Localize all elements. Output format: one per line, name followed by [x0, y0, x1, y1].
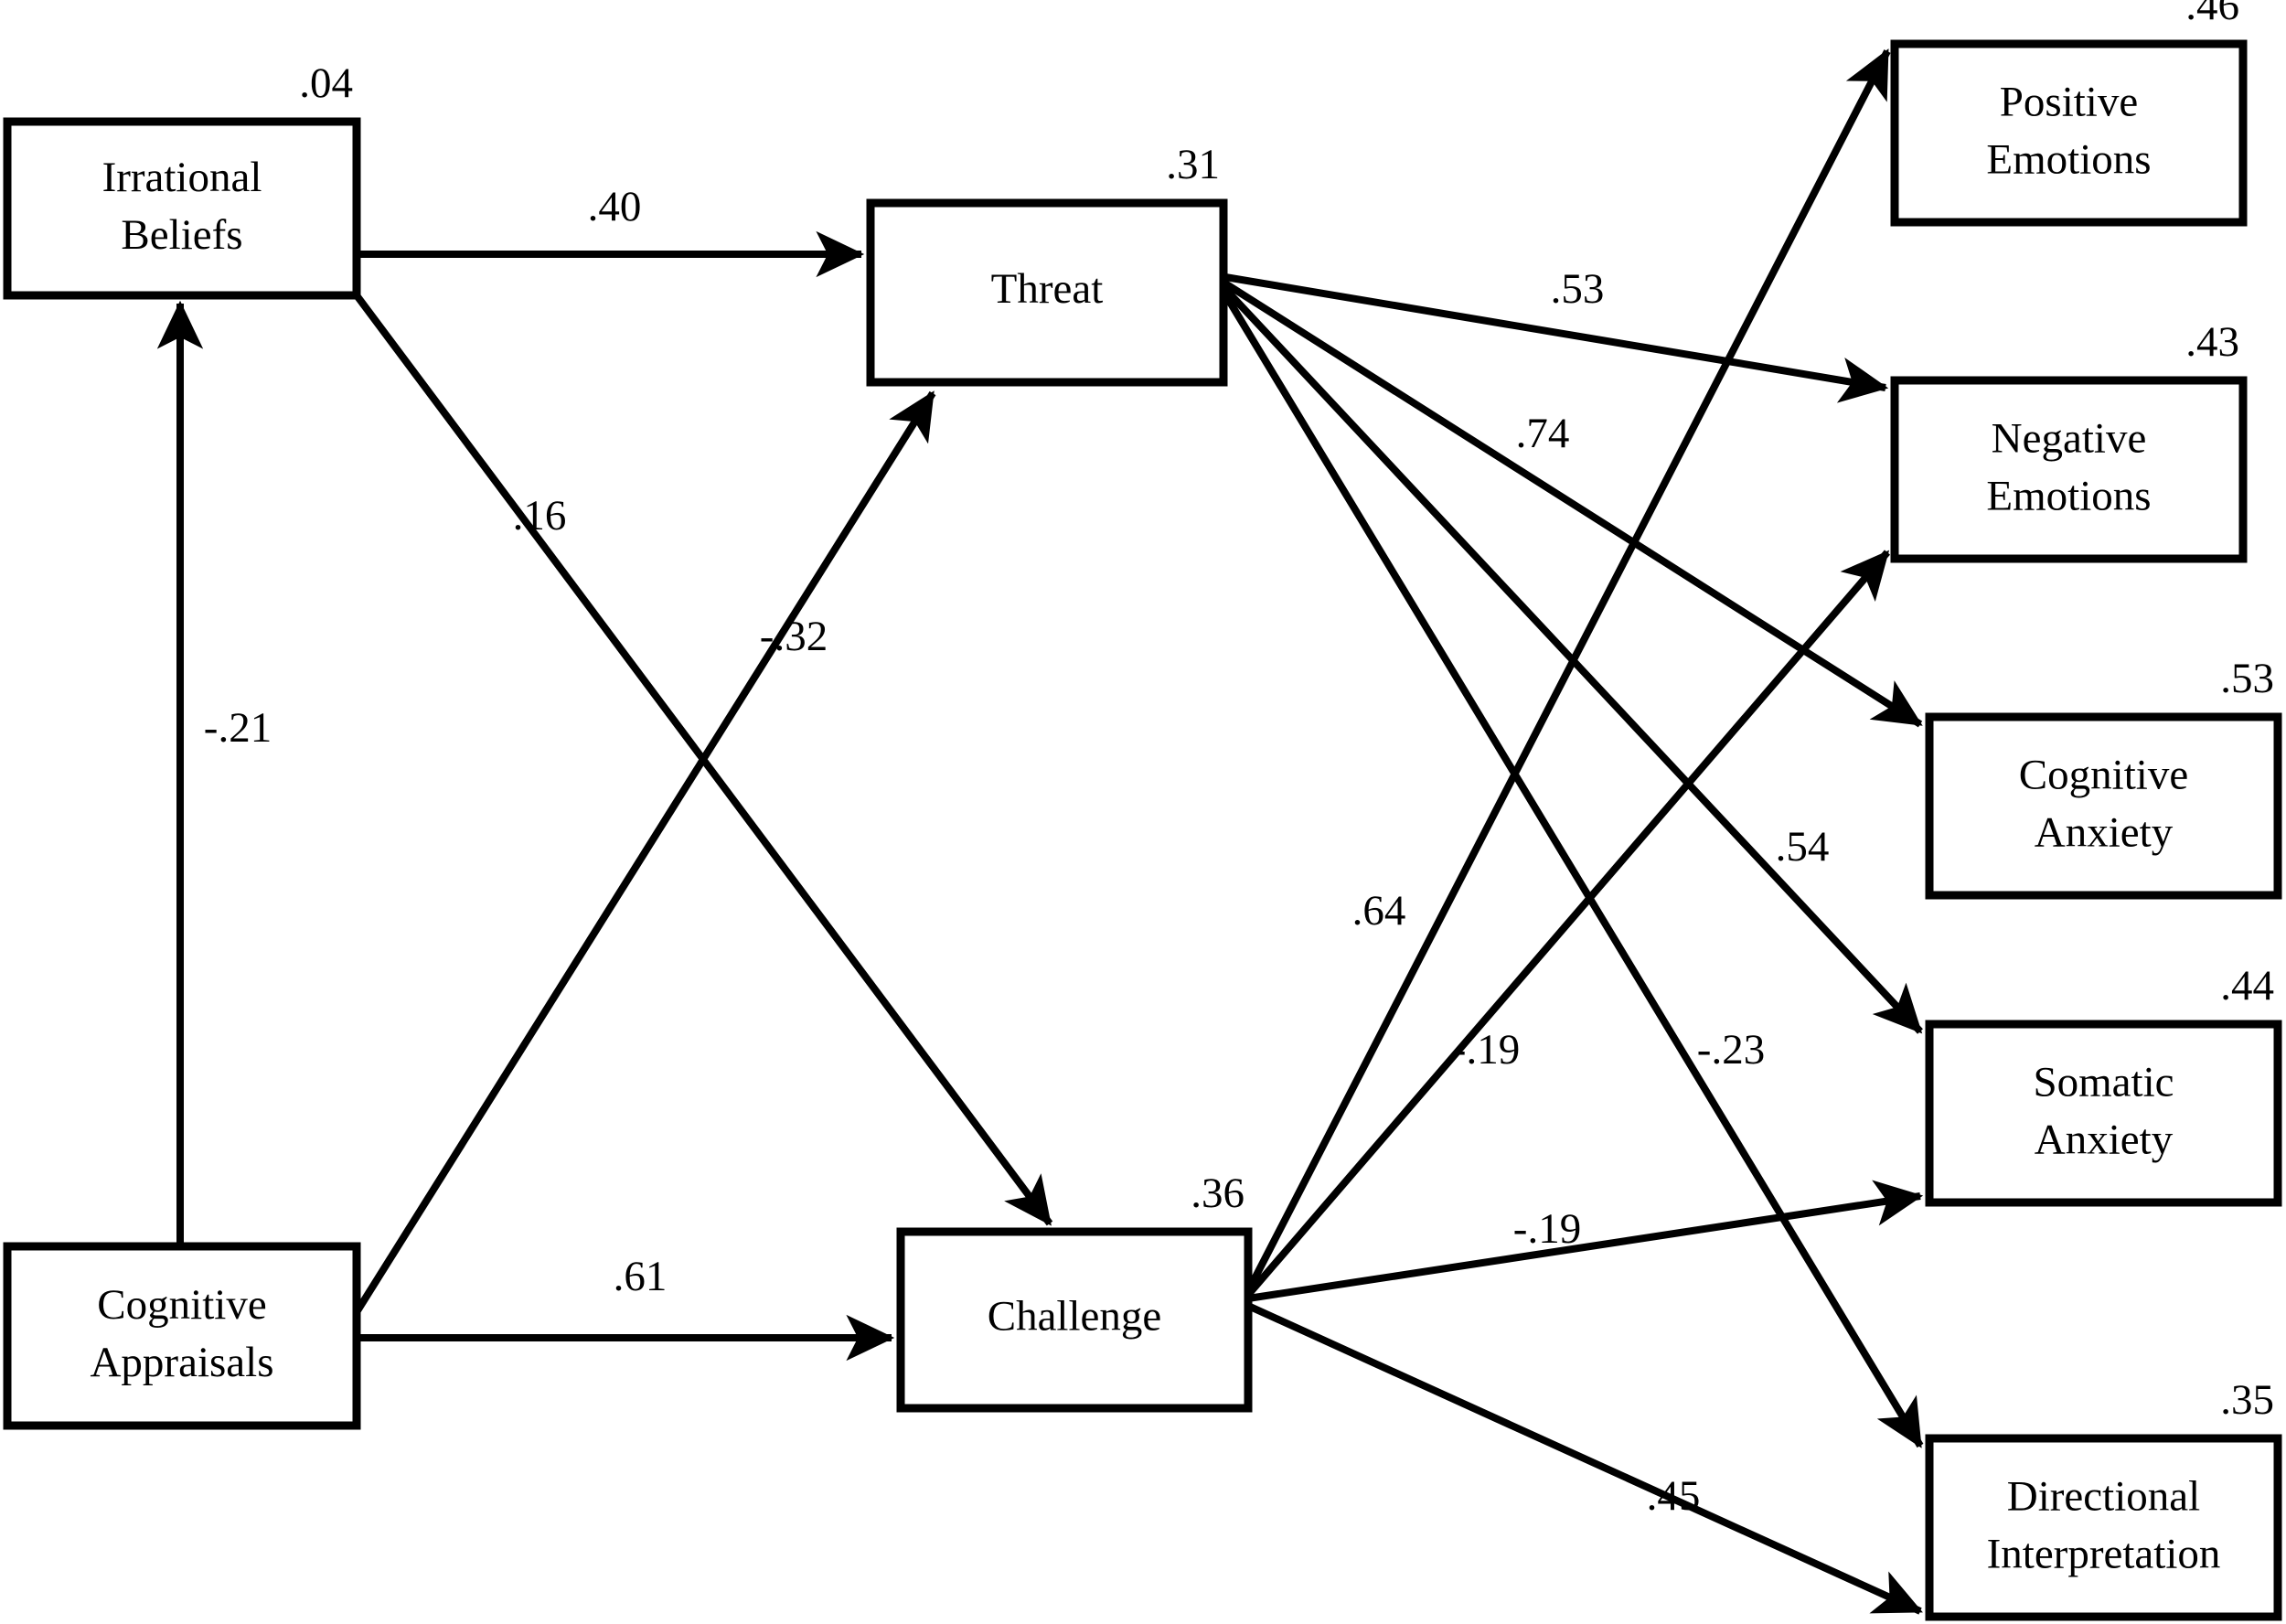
node-label-line1: Cognitive	[2019, 751, 2188, 798]
edge-line	[1222, 292, 1924, 1448]
node-box[interactable]	[1925, 712, 2282, 900]
edge-coefficient-label: .53	[1551, 265, 1605, 313]
node-box[interactable]	[1925, 1434, 2282, 1621]
node-positive-emotions[interactable]: Positive Emotions .46	[1890, 0, 2248, 227]
edge-line	[1244, 550, 1891, 1298]
r-squared-label: .36	[1191, 1170, 1244, 1217]
node-challenge[interactable]: Challenge .36	[896, 1170, 1253, 1413]
r-squared-label: .35	[2220, 1376, 2274, 1424]
node-label-line1: Cognitive	[97, 1281, 266, 1329]
node-box[interactable]	[3, 117, 361, 300]
edge-coefficient-label: .64	[1352, 887, 1406, 935]
edge-coefficient-label: .45	[1647, 1472, 1701, 1520]
edge-coefficient-label: .74	[1516, 410, 1570, 457]
nodes-layer: Irrational Beliefs .04 Cognitive Apprais…	[3, 0, 2282, 1621]
node-box[interactable]	[866, 198, 1228, 387]
node-box[interactable]	[1890, 376, 2248, 563]
edge-irrational-beliefs-to-threat: .40	[357, 183, 865, 278]
node-label-line2: Anxiety	[2035, 808, 2174, 856]
node-label-line2: Beliefs	[121, 211, 242, 259]
edge-threat-to-directional-interpretation: -.23	[1222, 292, 1924, 1448]
r-squared-label: .31	[1166, 141, 1220, 188]
edge-coefficient-label: .16	[513, 492, 567, 540]
edge-challenge-to-positive-emotions: .64	[1244, 48, 1891, 1293]
node-label-line2: Interpretation	[1987, 1530, 2221, 1577]
node-label-line1: Negative	[1992, 414, 2147, 462]
r-squared-label: .04	[299, 59, 353, 107]
r-squared-label: .44	[2220, 962, 2274, 1010]
node-threat[interactable]: Threat .31	[866, 141, 1228, 387]
edge-line	[1224, 273, 1889, 403]
node-label-line1: Irrational	[102, 154, 262, 201]
edge-coefficient-label: -.19	[1513, 1205, 1581, 1253]
r-squared-label: .43	[2185, 318, 2239, 366]
node-box[interactable]	[1925, 1020, 2282, 1207]
edge-coefficient-label: .40	[588, 183, 642, 230]
node-negative-emotions[interactable]: Negative Emotions .43	[1890, 318, 2248, 563]
node-label-line1: Positive	[2000, 78, 2138, 125]
node-box[interactable]	[1890, 39, 2248, 227]
node-directional-interpretation[interactable]: Directional Interpretation .35	[1925, 1376, 2282, 1621]
r-squared-label: .46	[2185, 0, 2239, 29]
edge-line	[1246, 1302, 1923, 1615]
node-somatic-anxiety[interactable]: Somatic Anxiety .44	[1925, 962, 2282, 1207]
edge-cognitive-appraisals-to-threat: -.32	[353, 390, 936, 1315]
edge-challenge-to-negative-emotions: -.19	[1244, 550, 1891, 1298]
edge-challenge-to-directional-interpretation: .45	[1246, 1302, 1923, 1615]
edges-layer: -.21 .40 .16 -.32 .61 .53	[156, 48, 1924, 1615]
edge-challenge-to-somatic-anxiety: -.19	[1247, 1180, 1924, 1302]
node-cognitive-anxiety[interactable]: Cognitive Anxiety .53	[1925, 655, 2282, 900]
node-label-line1: Challenge	[988, 1292, 1162, 1340]
node-label-line1: Somatic	[2033, 1058, 2174, 1106]
edge-line	[353, 390, 936, 1315]
node-label-line2: Emotions	[1986, 472, 2151, 519]
node-box[interactable]	[896, 1227, 1253, 1413]
node-cognitive-appraisals[interactable]: Cognitive Appraisals	[3, 1242, 361, 1430]
edge-coefficient-label: -.23	[1697, 1026, 1765, 1074]
node-label-line2: Emotions	[1986, 135, 2151, 183]
node-label-line2: Appraisals	[90, 1339, 273, 1386]
edge-line	[1247, 1180, 1924, 1302]
edge-coefficient-label: -.21	[204, 704, 272, 752]
edge-coefficient-label: -.19	[1452, 1026, 1520, 1074]
edge-coefficient-label: .54	[1776, 823, 1830, 871]
node-irrational-beliefs[interactable]: Irrational Beliefs .04	[3, 59, 361, 300]
edge-line	[1244, 48, 1891, 1293]
node-label-line2: Anxiety	[2035, 1116, 2174, 1163]
node-label-line1: Directional	[2007, 1472, 2200, 1520]
edge-threat-to-negative-emotions: .53	[1224, 265, 1889, 403]
r-squared-label: .53	[2220, 655, 2274, 702]
edge-coefficient-label: .61	[614, 1253, 668, 1300]
edge-coefficient-label: -.32	[760, 613, 828, 660]
node-box[interactable]	[3, 1242, 361, 1430]
edge-cognitive-appraisals-to-challenge: .61	[357, 1253, 895, 1362]
node-label-line1: Threat	[991, 265, 1104, 313]
edge-cognitive-appraisals-to-irrational-beliefs: -.21	[156, 300, 272, 1246]
